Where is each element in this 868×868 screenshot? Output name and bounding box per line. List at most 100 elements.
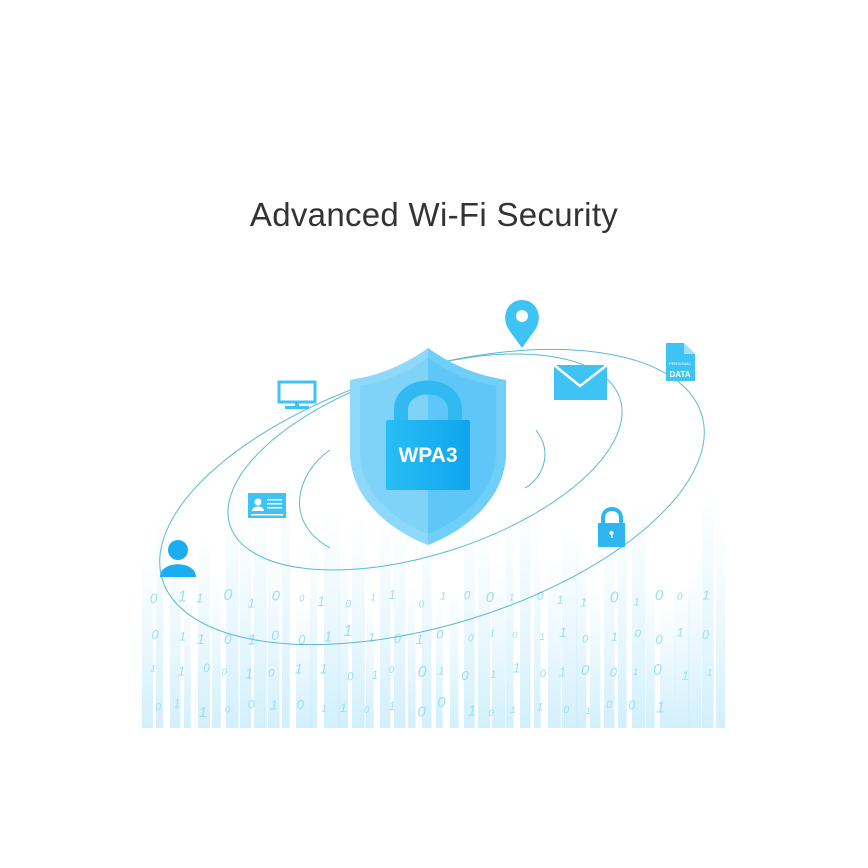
wpa3-label: WPA3: [398, 444, 457, 467]
binary-digit: 1: [199, 705, 207, 721]
binary-digit: 0: [225, 703, 231, 714]
light-stripe: [226, 489, 239, 728]
binary-digit: 0: [436, 628, 443, 642]
binary-digit: 1: [702, 587, 709, 602]
binary-digit: 0: [272, 588, 280, 604]
binary-digit: 0: [464, 591, 471, 603]
light-stripe: [408, 572, 416, 728]
light-stripe: [534, 529, 541, 728]
light-stripe: [268, 538, 280, 728]
binary-digit: 0: [581, 663, 590, 679]
light-stripe: [478, 528, 491, 728]
binary-digit: 0: [610, 589, 619, 606]
binary-digit: 1: [178, 664, 185, 679]
lock-body: [386, 420, 470, 490]
binary-digit: 0: [486, 590, 494, 606]
location-pin-icon: [505, 300, 539, 348]
monitor-icon: [277, 380, 317, 409]
light-stripe: [562, 518, 578, 728]
light-stripe: [618, 508, 627, 728]
light-stripe: [170, 540, 181, 728]
binary-digit: 1: [509, 593, 514, 603]
light-stripe: [198, 529, 210, 728]
page-title: Advanced Wi-Fi Security: [249, 196, 619, 233]
binary-digit: 0: [297, 697, 305, 712]
binary-digit: 0: [224, 632, 232, 647]
binary-digit: 1: [656, 699, 665, 716]
binary-digit: 1: [371, 593, 376, 603]
light-stripe: [632, 495, 646, 728]
light-stripe: [464, 508, 475, 728]
light-stripe: [338, 546, 349, 728]
light-stripe: [716, 522, 726, 728]
light-stripe: [324, 502, 340, 728]
binary-digit: 0: [702, 628, 709, 642]
inner-orbit-arc: [524, 429, 546, 489]
binary-digit: 1: [248, 596, 255, 611]
light-stripe: [590, 580, 601, 728]
binary-digit: 1: [682, 669, 689, 683]
binary-digit: 1: [178, 589, 187, 606]
light-stripe: [352, 513, 365, 728]
light-stripe: [646, 571, 655, 728]
binary-digit: 1: [340, 701, 347, 715]
light-stripe: [688, 556, 702, 728]
padlock-icon: [598, 507, 625, 547]
binary-digit: 1: [389, 699, 396, 713]
light-stripe: [282, 486, 290, 728]
binary-digit: 1: [245, 665, 253, 682]
binary-digit: 0: [653, 662, 662, 679]
binary-digit: 0: [347, 671, 354, 684]
binary-digit: 0: [655, 587, 664, 604]
background-light-stripes: [142, 482, 726, 728]
binary-digit: 1: [611, 630, 618, 644]
binary-digit: 0: [418, 664, 427, 681]
binary-digit: 0: [468, 634, 474, 645]
binary-digit: 0: [582, 633, 589, 645]
light-stripe: [436, 591, 443, 728]
binary-digit: 1: [490, 669, 496, 681]
binary-digit: 1: [438, 666, 444, 678]
binary-digit: 0: [677, 592, 683, 603]
binary-digit: 1: [440, 591, 446, 603]
light-stripe: [184, 585, 191, 728]
binary-digit: 1: [633, 667, 638, 678]
binary-digit: 0: [394, 632, 401, 646]
binary-digit: 0: [389, 665, 395, 676]
binary-digit: 1: [320, 661, 327, 676]
light-stripe: [506, 506, 514, 728]
light-stripe: [380, 507, 391, 728]
envelope-icon: [553, 364, 608, 400]
binary-digit: 1: [389, 587, 396, 602]
binary-digit: 1: [513, 659, 521, 675]
light-stripe: [576, 539, 587, 728]
binary-digit: 0: [629, 699, 636, 713]
light-stripe: [254, 498, 267, 728]
binary-digit: 1: [540, 632, 545, 642]
light-stripe: [674, 583, 690, 728]
binary-digit: 0: [150, 591, 158, 606]
binary-digit: 0: [152, 627, 160, 642]
binary-digit: 1: [586, 706, 591, 716]
binary-digit: 0: [222, 667, 228, 677]
id-card-icon: [248, 493, 286, 518]
light-stripe: [212, 573, 221, 728]
user-icon: [160, 540, 196, 577]
binary-digit: 0: [299, 594, 305, 604]
binary-digit: 1: [324, 629, 332, 645]
binary-digit: 1: [321, 704, 326, 715]
light-stripe: [394, 519, 406, 728]
binary-digit: 1: [295, 660, 303, 676]
binary-digit: 1: [511, 704, 516, 715]
binary-digit: 1: [557, 593, 564, 607]
binary-digit: 0: [606, 699, 613, 711]
binary-digit: 0: [564, 705, 570, 716]
binary-digit: 1: [344, 623, 353, 640]
binary-digit: 0: [512, 630, 518, 640]
binary-digit: 1: [179, 629, 186, 643]
lock-shackle: [394, 380, 462, 424]
binary-digit: 0: [298, 632, 306, 647]
binary-digit: 0: [417, 704, 426, 721]
binary-digit: 0: [635, 628, 642, 640]
